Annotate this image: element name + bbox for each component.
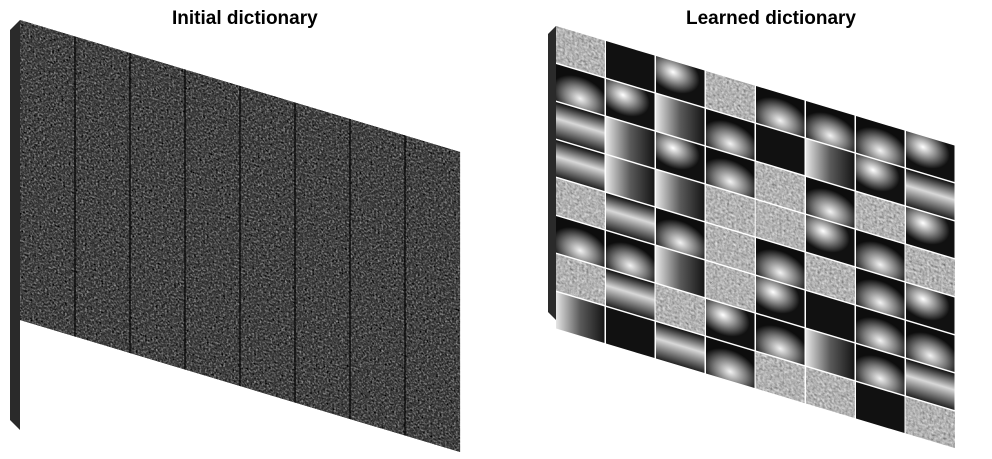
dictionary-atom: [656, 322, 705, 374]
dictionary-atom: [856, 268, 905, 320]
dictionary-atom: [806, 367, 855, 419]
dictionary-atom: [556, 102, 605, 154]
dictionary-atom: [656, 132, 705, 184]
dictionary-atom: [706, 109, 755, 161]
dictionary-atom: [556, 26, 605, 78]
slab-edge: [548, 26, 556, 320]
dictionary-atom: [756, 276, 805, 328]
learned-dictionary-title: Learned dictionary: [686, 8, 856, 29]
dictionary-atom: [856, 116, 905, 168]
learned-dictionary-face: [556, 26, 955, 449]
dictionary-atom: [806, 139, 855, 191]
dictionary-atom: [856, 154, 905, 206]
dictionary-atom: [906, 321, 955, 373]
dictionary-atom: [606, 41, 655, 93]
initial-dictionary-slab: [10, 20, 460, 453]
dictionary-atom: [706, 261, 755, 313]
dictionary-atom: [556, 216, 605, 268]
dictionary-atom: [856, 382, 905, 434]
learned-dictionary-slab: [548, 26, 955, 449]
dictionary-atom: [856, 192, 905, 244]
dictionary-atom: [656, 284, 705, 336]
dictionary-atom: [906, 283, 955, 335]
dictionary-atom: [906, 359, 955, 411]
dictionary-atom: [856, 230, 905, 282]
dictionary-atom: [906, 397, 955, 449]
dictionary-atom: [706, 223, 755, 275]
dictionary-atom: [806, 329, 855, 381]
dictionary-atom: [706, 337, 755, 389]
dictionary-atom: [806, 291, 855, 343]
dictionary-atom: [756, 352, 805, 404]
dictionary-atom: [656, 246, 705, 298]
dictionary-atom: [606, 155, 655, 207]
slab-edge: [10, 20, 20, 430]
dictionary-atom: [656, 170, 705, 222]
dictionary-atom: [906, 131, 955, 183]
dictionary-atom: [656, 56, 705, 108]
dictionary-atom: [606, 269, 655, 321]
dictionary-atom: [606, 79, 655, 131]
dictionary-atom: [606, 193, 655, 245]
dictionary-atom: [706, 185, 755, 237]
dictionary-atom: [906, 169, 955, 221]
dictionary-atom: [906, 245, 955, 297]
dictionary-atom: [656, 94, 705, 146]
dictionary-atom: [556, 254, 605, 306]
dictionary-atom: [806, 253, 855, 305]
dictionary-atom: [656, 208, 705, 260]
dictionary-atom: [606, 307, 655, 359]
dictionary-atom: [606, 117, 655, 169]
dictionary-atom: [556, 178, 605, 230]
dictionary-atom: [606, 231, 655, 283]
dictionary-atom: [556, 140, 605, 192]
dictionary-atom: [756, 162, 805, 214]
dictionary-atom: [556, 64, 605, 116]
dictionary-atom: [556, 292, 605, 344]
initial-dictionary-face: [20, 20, 460, 453]
dictionary-atom: [906, 207, 955, 259]
dictionary-atom: [706, 299, 755, 351]
dictionary-atom: [706, 147, 755, 199]
dictionary-atom: [806, 101, 855, 153]
dictionary-atom: [706, 71, 755, 123]
dictionary-atom: [806, 215, 855, 267]
dictionary-atom: [756, 200, 805, 252]
dictionary-atom: [756, 314, 805, 366]
dictionary-atom: [756, 124, 805, 176]
dictionary-atom: [806, 177, 855, 229]
dictionary-atom: [856, 344, 905, 396]
initial-dictionary-title: Initial dictionary: [172, 8, 318, 29]
dictionary-atom: [856, 306, 905, 358]
dictionary-atom: [756, 86, 805, 138]
dictionary-atom: [756, 238, 805, 290]
